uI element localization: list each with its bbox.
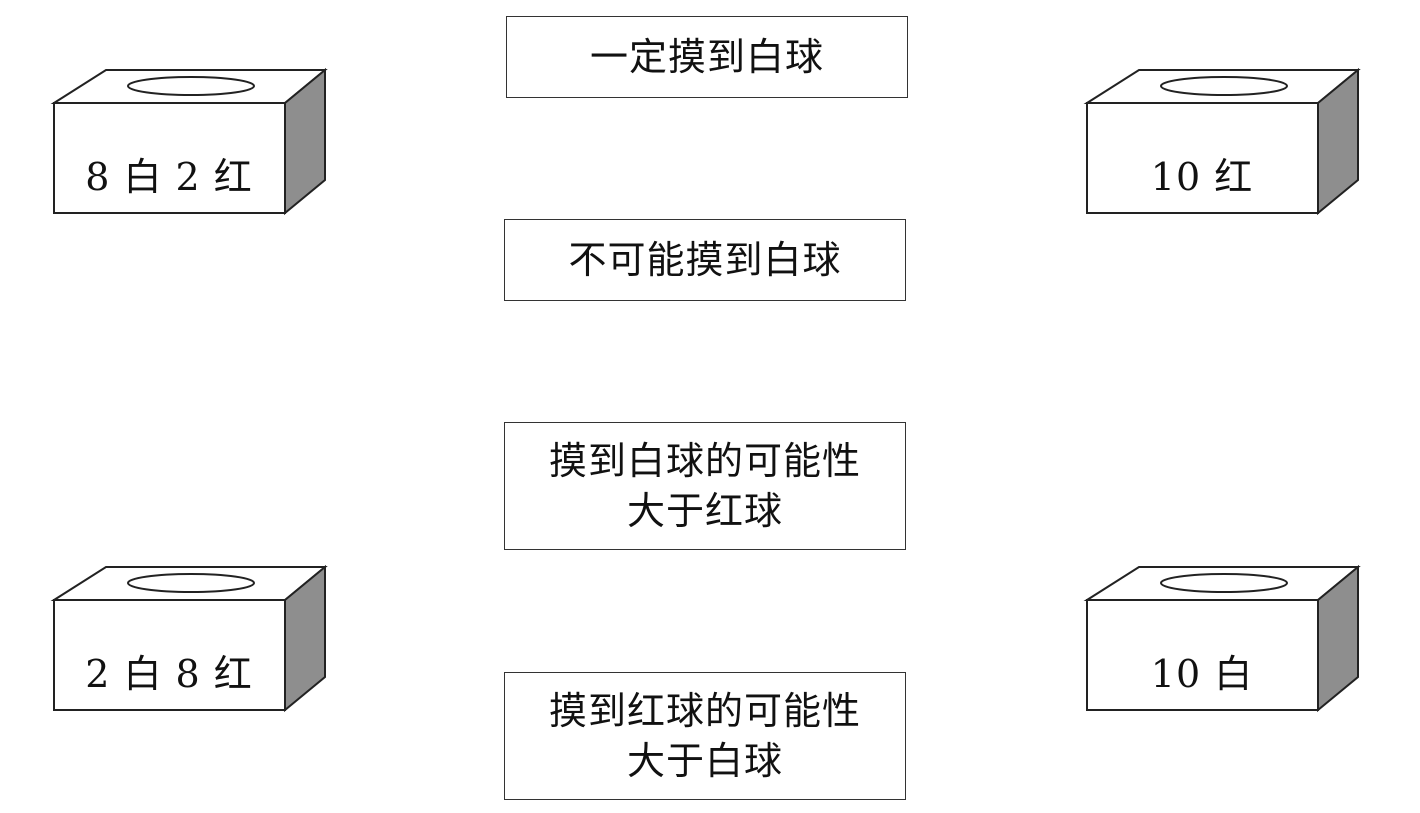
statement-text: 不可能摸到白球 <box>568 238 842 282</box>
box-drawing <box>1083 564 1361 713</box>
statement-text: 一定摸到白球 <box>589 35 824 79</box>
box-slot-opening <box>127 573 255 593</box>
ballot-box-2-white-8-red: 2 白 8 红 <box>50 564 352 737</box>
statement-card-red-more-likely[interactable]: 摸到红球的可能性 大于白球 <box>504 672 906 800</box>
box-label: 2 白 8 红 <box>85 651 253 696</box>
statement-text-line-2: 大于红球 <box>626 489 783 533</box>
box-drawing <box>50 564 328 713</box>
statement-text-line-2: 大于白球 <box>626 739 783 783</box>
box-label: 10 白 <box>1150 651 1254 696</box>
box-front-face <box>53 102 286 214</box>
box-label: 10 红 <box>1150 154 1254 199</box>
box-slot-opening <box>1160 573 1288 593</box>
statement-card-white-more-likely[interactable]: 摸到白球的可能性 大于红球 <box>504 422 906 550</box>
ballot-box-8-white-2-red: 8 白 2 红 <box>50 67 352 240</box>
ballot-box-10-red: 10 红 <box>1083 67 1385 240</box>
box-slot-opening <box>1160 76 1288 96</box>
statement-text-line-1: 摸到红球的可能性 <box>548 689 861 733</box>
statement-text-line-1: 摸到白球的可能性 <box>548 439 861 483</box>
box-front-face <box>1086 102 1319 214</box>
box-drawing <box>50 67 328 216</box>
box-front-face <box>53 599 286 711</box>
box-slot-opening <box>127 76 255 96</box>
statement-card-certain-white[interactable]: 一定摸到白球 <box>506 16 908 98</box>
box-front-face <box>1086 599 1319 711</box>
statement-card-impossible-white[interactable]: 不可能摸到白球 <box>504 219 906 301</box>
box-label: 8 白 2 红 <box>85 154 253 199</box>
box-drawing <box>1083 67 1361 216</box>
ballot-box-10-white: 10 白 <box>1083 564 1385 737</box>
